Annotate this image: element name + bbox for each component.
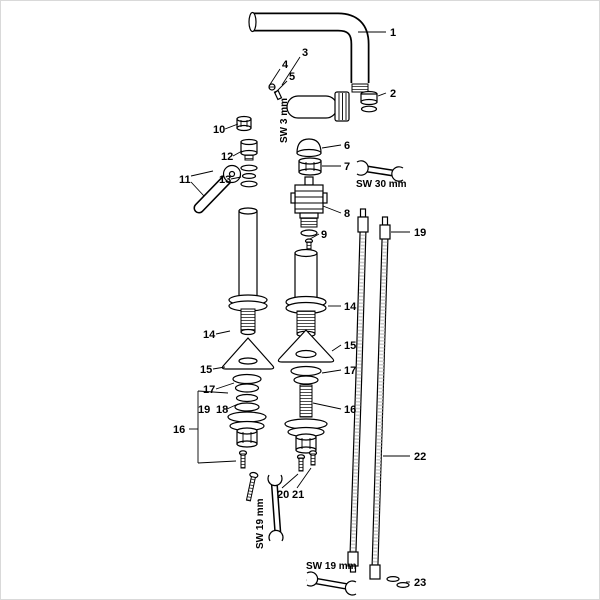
wrench-sw19-bottom xyxy=(306,571,357,596)
callout-3: 3 xyxy=(302,47,308,59)
annotation-sw19-bottom: SW 19 mm xyxy=(306,561,357,572)
callout-14-right: 14 xyxy=(344,301,357,313)
leader-lines xyxy=(189,31,410,583)
callout-1: 1 xyxy=(390,27,396,39)
callout-20: 20 xyxy=(277,489,289,501)
mounting-set-left xyxy=(227,411,267,502)
callout-2: 2 xyxy=(390,88,396,100)
cap-6 xyxy=(296,138,322,158)
annotation-sw30: SW 30 mm xyxy=(356,179,407,190)
callout-17-left: 17 xyxy=(203,384,215,396)
parts-9 xyxy=(300,229,318,252)
setscrews-345 xyxy=(268,83,283,101)
callout-22: 22 xyxy=(414,451,426,463)
callout-5: 5 xyxy=(289,71,295,83)
wrench-sw19-vertical xyxy=(267,474,284,542)
callout-19-left: 19 xyxy=(198,404,210,416)
callout-12: 12 xyxy=(221,151,233,163)
aerator-assembly xyxy=(360,90,378,113)
callout-21: 21 xyxy=(292,489,304,501)
annotation-sw3: SW 3 mm xyxy=(279,98,290,143)
escutcheon-left xyxy=(221,337,275,370)
callout-7: 7 xyxy=(344,161,350,173)
callout-16-right: 16 xyxy=(344,404,356,416)
orings-17-left xyxy=(232,373,262,393)
callout-11: 11 xyxy=(179,174,191,186)
callout-13: 13 xyxy=(219,174,231,186)
callouts: 1 2 3 4 5 6 7 8 9 10 11 12 13 14 14 15 1… xyxy=(173,27,426,589)
nut-7 xyxy=(298,157,322,176)
annotations: SW 3 mm SW 30 mm SW 19 mm SW 19 mm xyxy=(255,98,407,572)
spout xyxy=(248,11,370,93)
mounting-set-right xyxy=(284,384,328,472)
callout-10: 10 xyxy=(213,124,225,136)
wrench-sw30 xyxy=(356,160,404,182)
callout-15-right: 15 xyxy=(344,340,356,352)
orings-13 xyxy=(240,164,258,188)
callout-9: 9 xyxy=(321,229,327,241)
handle-lever xyxy=(193,164,242,214)
callout-4: 4 xyxy=(282,59,289,71)
handle-nut-10 xyxy=(236,115,252,132)
callout-8: 8 xyxy=(344,208,350,220)
callout-14-left: 14 xyxy=(203,329,216,341)
callout-6: 6 xyxy=(344,140,350,152)
callout-17-right: 17 xyxy=(344,365,356,377)
right-shank xyxy=(285,248,327,338)
adapter-12 xyxy=(240,138,258,161)
callout-23: 23 xyxy=(414,577,426,589)
orings-18-19 xyxy=(234,393,260,412)
annotation-sw19-vertical: SW 19 mm xyxy=(255,498,266,549)
callout-19-right: 19 xyxy=(414,227,426,239)
callout-18: 18 xyxy=(216,404,228,416)
cartridge-8 xyxy=(290,176,328,228)
escutcheon-right xyxy=(277,329,335,363)
supply-hose-left xyxy=(347,208,369,573)
seals-23 xyxy=(386,575,410,588)
callout-15-left: 15 xyxy=(200,364,212,376)
callout-16-left: 16 xyxy=(173,424,185,436)
spout-body xyxy=(286,91,350,122)
supply-hose-right xyxy=(369,216,391,580)
orings-17-right xyxy=(290,365,322,385)
left-shank xyxy=(228,207,268,336)
